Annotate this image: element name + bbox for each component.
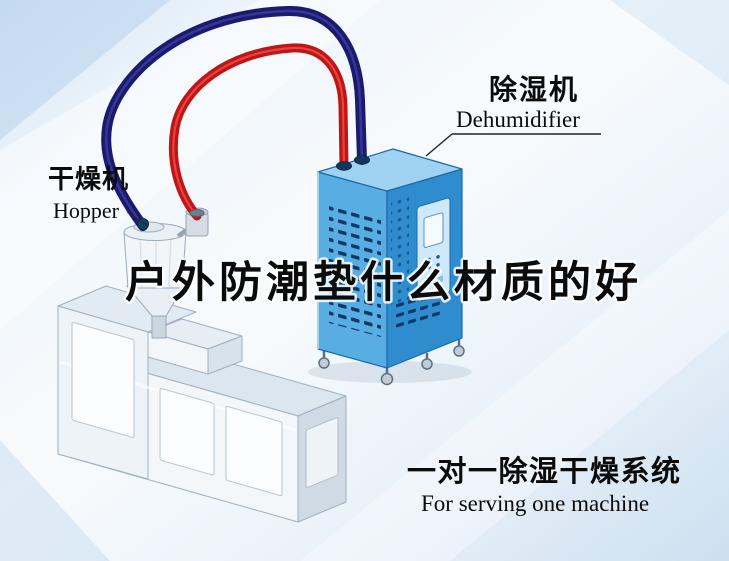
hopper-outlet-tube xyxy=(151,313,167,339)
vent-grille-side-lower xyxy=(392,291,441,331)
blue-return-pipe xyxy=(101,5,367,231)
control-panel-display xyxy=(423,212,444,248)
extruder-panel-b xyxy=(159,387,215,476)
caption-subtitle-en: For serving one machine xyxy=(421,491,649,516)
pump-elbow xyxy=(176,228,188,238)
caster-wheel-icon xyxy=(318,357,330,369)
vent-grille-front xyxy=(329,205,381,337)
pipe-fitting-icon xyxy=(354,155,370,165)
dryer-label-zh: 干燥机 xyxy=(48,164,129,194)
pipe-fittings xyxy=(137,155,370,230)
control-panel xyxy=(416,197,451,302)
caption-title-zh: 一对一除湿干燥系统 xyxy=(407,454,682,488)
background-corner-tint xyxy=(0,0,170,140)
dryer-pointer-line xyxy=(126,211,149,227)
extruder-panel-c xyxy=(225,405,283,497)
red-pipe-highlight xyxy=(172,46,346,218)
background-stripe xyxy=(300,210,729,561)
panel-button-icon xyxy=(427,265,431,270)
hopper-platform-side xyxy=(207,335,243,375)
red-supply-pipe xyxy=(168,43,349,221)
pipe-fitting-icon xyxy=(336,161,352,171)
caster-wheel-icon xyxy=(421,358,433,370)
annotation-lines xyxy=(126,133,601,227)
extruder-machine xyxy=(57,285,347,523)
panel-button-icon xyxy=(436,254,440,259)
pump-collar-icon xyxy=(189,209,205,217)
background-stripe xyxy=(0,0,380,330)
extruder-side-panel xyxy=(305,417,339,488)
panel-button-icon xyxy=(436,262,440,267)
dehumidifier-top-face xyxy=(317,148,463,192)
blue-pipe-highlight xyxy=(104,9,364,228)
hose-pipes xyxy=(101,5,367,231)
labels: 干燥机 Hopper 除湿机 Dehumidifier 一对一除湿干燥系统 Fo… xyxy=(48,73,682,516)
caster-wheels xyxy=(318,345,465,386)
dehumidifier-unit xyxy=(308,148,472,386)
dehumidifier-label-en: Dehumidifier xyxy=(456,107,580,132)
watermark-text: 户外防潮垫什么材质的好 xyxy=(125,259,642,307)
background-corner-tint xyxy=(610,0,729,85)
dehumidifier-pointer-line xyxy=(425,133,453,157)
panel-slot xyxy=(424,275,443,287)
perforation-dots-side xyxy=(391,194,409,307)
hopper-cylinder-seams xyxy=(139,232,172,288)
panel-button-icon xyxy=(427,257,431,262)
dryer-label-en: Hopper xyxy=(53,198,120,223)
caster-wheel-icon xyxy=(380,372,394,386)
extruder-panel-a xyxy=(71,321,135,438)
caster-wheel-icon xyxy=(453,345,465,357)
background-corner-tint xyxy=(0,440,110,561)
dehumidifier-label-zh: 除湿机 xyxy=(489,73,579,105)
